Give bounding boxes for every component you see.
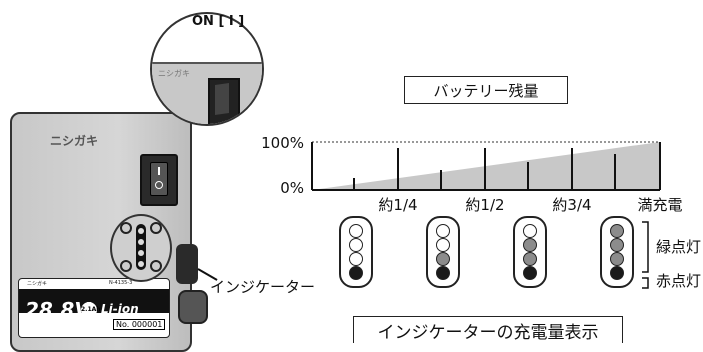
indicator-label: インジケーター xyxy=(210,278,316,296)
green-bracket xyxy=(642,221,649,273)
lamp-2 xyxy=(436,238,450,252)
lamp-2 xyxy=(349,238,363,252)
switch-zoom-callout: ニシガキ xyxy=(150,12,264,126)
lamp-4 xyxy=(523,266,537,280)
battery-level-chart: 100% 0% 約1/4 約1/2 約3/4 満充電 xyxy=(261,134,682,214)
on-mark-icon xyxy=(158,167,160,175)
plate-type: Li-ion xyxy=(101,302,139,316)
plate-brand: ニシガキ xyxy=(27,281,48,287)
lamp-1 xyxy=(349,224,363,238)
plate-voltage: 28.8V xyxy=(25,298,90,322)
lamp-1 xyxy=(610,224,624,238)
x-label-quarter: 約1/4 xyxy=(378,196,417,214)
y-label-100: 100% xyxy=(261,134,304,152)
indicator-dot xyxy=(138,261,144,267)
lamp-3 xyxy=(349,252,363,266)
lamp-3 xyxy=(523,252,537,266)
legend-green: 緑点灯 xyxy=(656,238,702,256)
plate-capacity: 2.1Ah xyxy=(81,302,101,318)
plug-icon xyxy=(178,290,208,324)
switch-rocker xyxy=(150,162,168,196)
plate-model: N-4135-3 xyxy=(109,280,133,286)
screw-icon xyxy=(120,222,132,234)
caption: インジケーターの充電量表示 xyxy=(353,316,623,343)
x-label-three-quarter: 約3/4 xyxy=(552,196,591,214)
serial-number: 000001 xyxy=(131,320,163,329)
y-label-0: 0% xyxy=(280,179,304,197)
brand-logo: ニシガキ xyxy=(50,134,99,148)
lamp-1 xyxy=(523,224,537,238)
lamp-4 xyxy=(349,266,363,280)
zoom-housing xyxy=(152,62,262,124)
indicator-three-quarter xyxy=(513,216,547,288)
off-mark-icon xyxy=(155,181,163,189)
plate-strip: 28.8V 2.1Ah Li-ion xyxy=(19,289,169,322)
indicator-quarter xyxy=(339,216,373,288)
indicator-dot xyxy=(138,250,144,256)
indicator-half xyxy=(426,216,460,288)
lamp-3 xyxy=(436,252,450,266)
plate-serial: No. 000001 xyxy=(113,319,166,330)
indicator-dot xyxy=(138,239,144,245)
lamp-1 xyxy=(436,224,450,238)
rating-plate: ニシガキ N-4135-3 28.8V 2.1Ah Li-ion No. 000… xyxy=(18,278,170,338)
lamp-2 xyxy=(610,238,624,252)
x-label-half: 約1/2 xyxy=(465,196,504,214)
lamp-2 xyxy=(523,238,537,252)
chart-title: バッテリー残量 xyxy=(404,76,568,104)
serial-prefix: No. xyxy=(116,320,130,329)
legend-red: 赤点灯 xyxy=(656,272,702,290)
red-bracket xyxy=(642,277,649,289)
screw-icon xyxy=(150,222,162,234)
cable-connector xyxy=(176,244,198,284)
x-label-full: 満充電 xyxy=(637,196,682,214)
legend-brackets xyxy=(642,221,649,289)
indicator-bar xyxy=(136,224,146,270)
lamp-3 xyxy=(610,252,624,266)
zoom-switch xyxy=(208,78,240,124)
lamp-4 xyxy=(436,266,450,280)
zoom-logo: ニシガキ xyxy=(158,69,190,78)
power-switch xyxy=(140,154,178,206)
indicator-dot xyxy=(138,228,144,234)
indicator-full xyxy=(600,216,634,288)
screw-icon xyxy=(150,260,162,272)
indicator-zoom xyxy=(110,214,172,282)
lamp-4 xyxy=(610,266,624,280)
on-label: ON [ I ] xyxy=(192,14,245,29)
screw-icon xyxy=(120,260,132,272)
